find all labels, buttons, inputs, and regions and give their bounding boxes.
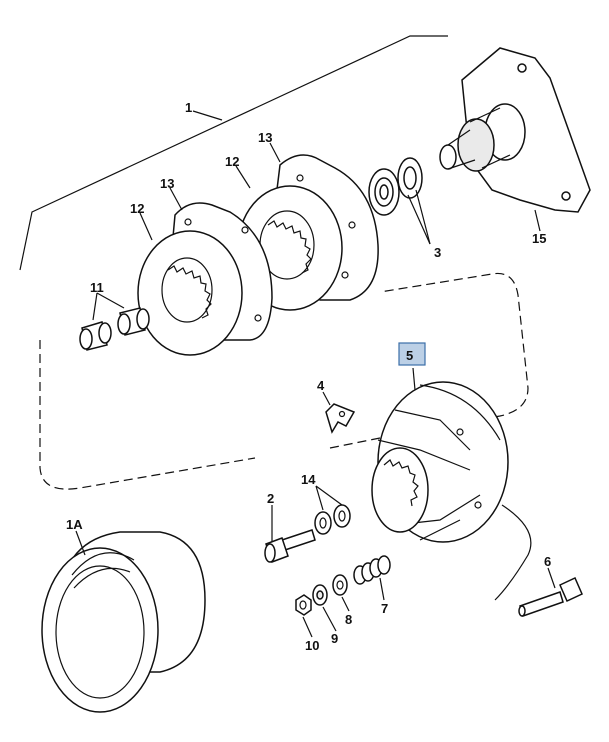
callout-9: 9: [331, 631, 338, 646]
callout-11: 11: [90, 280, 104, 295]
nut-part-10: [295, 594, 312, 616]
seals-part-3: [368, 157, 423, 216]
callout-12-right: 12: [225, 154, 239, 169]
callout-3: 3: [434, 245, 441, 260]
bracket-part-4: [325, 403, 356, 434]
callout-15: 15: [532, 231, 546, 246]
callout-13-right: 13: [258, 130, 272, 145]
callout-12-left: 12: [130, 201, 144, 216]
callout-14: 14: [301, 472, 316, 487]
friction-disc-part-12-left: [137, 230, 243, 356]
connector-line-hub-to-screw: [494, 504, 532, 601]
drum-part-1a: [41, 531, 206, 713]
leader-lines: [75, 110, 556, 638]
callout-5-highlight-box: [398, 342, 426, 366]
callout-1a: 1A: [66, 517, 83, 532]
screw-part-6: [518, 576, 583, 617]
flange-shaft-part-15: [439, 47, 591, 213]
washer-part-8: [332, 574, 348, 596]
callout-13-left: 13: [160, 176, 174, 191]
callout-5: 5: [406, 348, 413, 363]
callout-6: 6: [544, 554, 551, 569]
lock-washer-part-9: [312, 584, 328, 606]
callout-labels: 1 13 12 13 12 3 15 11 5 4 14 2 1A 6 7 8 …: [66, 100, 551, 653]
spring-part-7: [353, 555, 391, 585]
bolt-part-2: [264, 529, 316, 563]
washers-part-14: [314, 504, 351, 535]
callout-1: 1: [185, 100, 192, 115]
callout-7: 7: [381, 601, 388, 616]
callout-8: 8: [345, 612, 352, 627]
bushings-part-11: [79, 307, 150, 351]
kit-bracket-1: [19, 35, 448, 271]
callout-10: 10: [305, 638, 319, 653]
callout-4: 4: [317, 378, 325, 393]
callout-2: 2: [267, 491, 274, 506]
hub-part-5: [371, 381, 509, 543]
subassembly-dashed-outline: [39, 272, 529, 490]
